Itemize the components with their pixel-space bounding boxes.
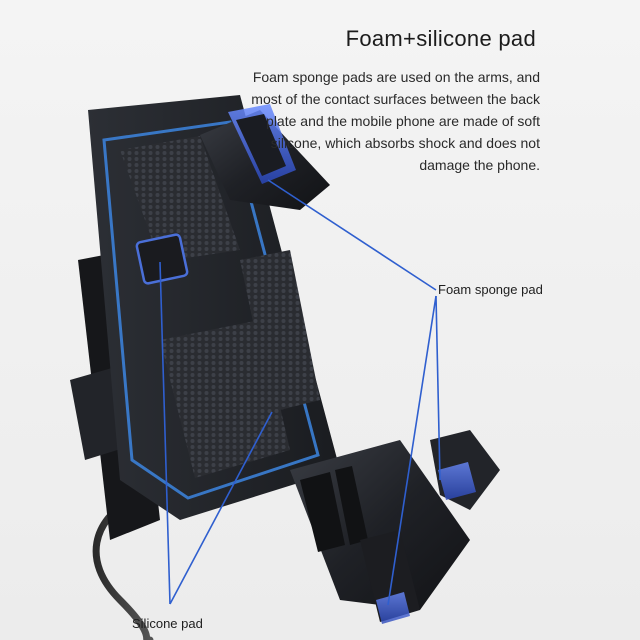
foam-sponge-pad-label: Foam sponge pad (438, 282, 543, 297)
silicone-pad-right (240, 250, 320, 412)
feature-description: Foam sponge pads are used on the arms, a… (251, 69, 540, 173)
silicone-leader-lines (159, 261, 273, 605)
lower-foam-pad-left (376, 592, 410, 624)
foam-leader-lines (267, 179, 441, 606)
release-button (135, 233, 189, 285)
silicone-pad-upper (120, 136, 240, 262)
blue-accent-trim (102, 120, 320, 500)
bottom-clamp (290, 440, 470, 610)
page-title: Foam+silicone pad (345, 26, 536, 51)
lower-foam-pad-right (438, 462, 476, 500)
silicone-pad-label: Silicone pad (132, 616, 203, 631)
usb-cable (92, 496, 154, 640)
